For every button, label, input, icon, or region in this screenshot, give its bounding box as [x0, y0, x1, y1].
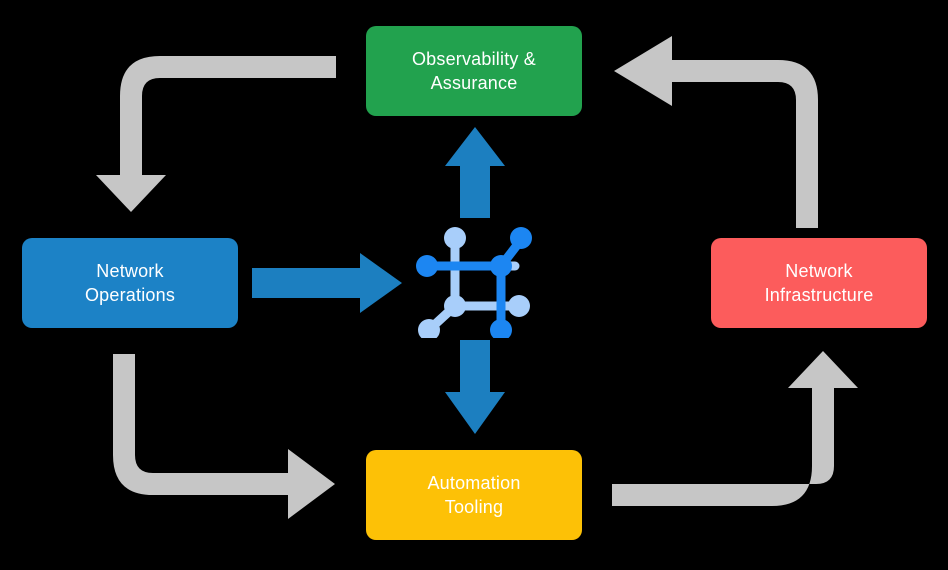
node-label-network-infrastructure-line2: Infrastructure — [764, 285, 874, 305]
node-label-network-operations-line2: Operations — [84, 285, 176, 305]
gray-arrow-observability-to-netops — [96, 56, 336, 212]
node-label-observability-line1: Observability & — [411, 48, 537, 69]
node-label-automation-tooling-line1: Automation — [427, 472, 521, 493]
blue-arrow-netops-to-center — [252, 253, 402, 313]
node-box-observability[interactable]: Observability & Assurance — [366, 26, 582, 116]
mesh-nodes-dark — [416, 227, 532, 338]
blue-arrow-center-to-observability — [445, 127, 505, 218]
gray-arrow-automation-to-netinfra — [612, 351, 858, 506]
node-label-observability-line2: Assurance — [430, 73, 518, 93]
node-box-network-operations[interactable]: Network Operations — [22, 238, 238, 328]
node-label-network-operations-line1: Network — [96, 260, 164, 281]
gray-arrow-netops-to-automation — [113, 354, 335, 519]
node-box-network-infrastructure[interactable]: Network Infrastructure — [711, 238, 927, 328]
node-label-network-infrastructure-line1: Network — [785, 260, 853, 281]
gray-arrow-netinfra-to-observability — [614, 36, 818, 228]
node-box-automation-tooling[interactable]: Automation Tooling — [366, 450, 582, 540]
network-mesh-icon — [416, 227, 532, 338]
node-label-automation-tooling-line2: Tooling — [444, 497, 504, 517]
blue-arrow-center-to-automation — [445, 340, 505, 434]
mesh-nodes-light — [418, 227, 530, 338]
